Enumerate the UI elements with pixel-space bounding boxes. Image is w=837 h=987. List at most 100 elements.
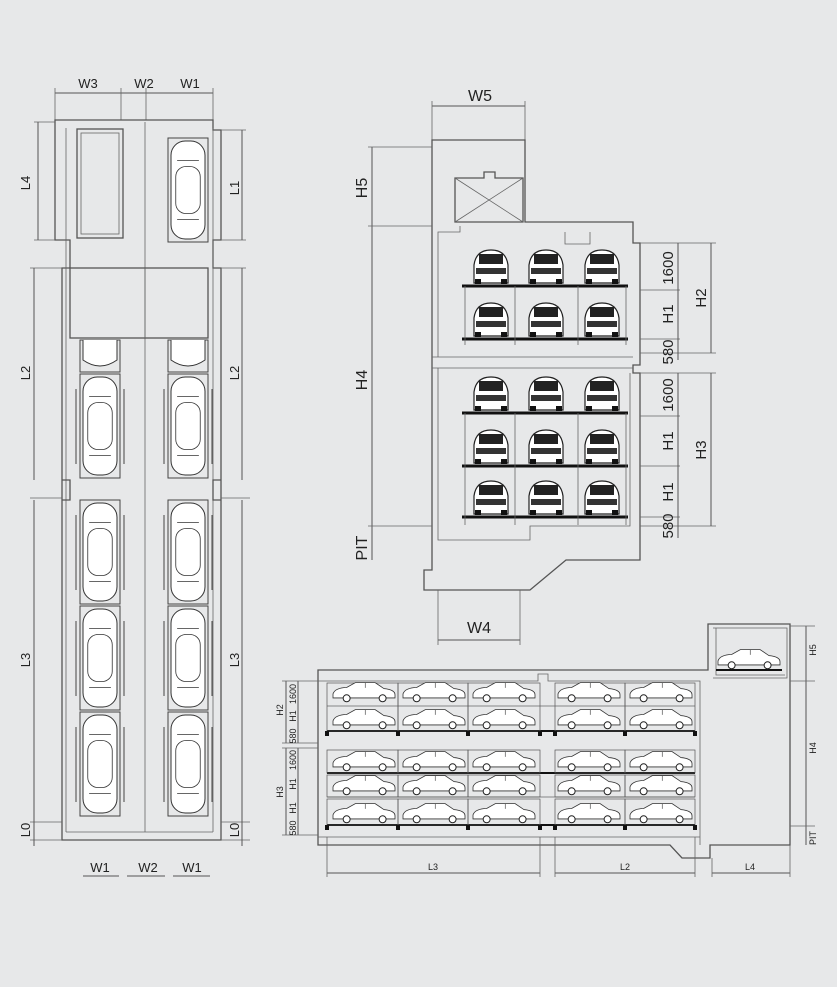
section-lower-dim-h1-a: H1 — [660, 431, 677, 450]
elevation-bay-frame — [624, 749, 696, 774]
elev-lower-dim-h1-b: H1 — [288, 802, 298, 814]
car-side-view-icon — [332, 775, 396, 796]
car-top-view-icon — [170, 340, 206, 367]
plan-dim-l1: L1 — [227, 181, 242, 195]
car-side-view-icon — [629, 709, 693, 730]
car-side-view-icon — [402, 775, 466, 796]
elevation-bay-frame — [467, 798, 541, 826]
elevation-post-foot — [553, 731, 557, 736]
car-top-view-icon — [170, 376, 206, 476]
car-side-view-icon — [629, 775, 693, 796]
elevation-post-foot — [466, 731, 470, 736]
car-front-view-icon — [528, 376, 564, 411]
car-top-view-icon — [170, 502, 206, 602]
car-top-view-icon — [82, 340, 118, 367]
car-side-view-icon — [557, 803, 621, 824]
elevation-bay-frames — [325, 682, 697, 830]
car-top-view-icon — [82, 714, 118, 814]
plan-dim-w1-bottom-right: W1 — [182, 860, 202, 875]
car-front-view-icon — [528, 302, 564, 337]
elevation-post-foot — [396, 731, 400, 736]
elev-dim-l4: L4 — [745, 862, 755, 872]
plan-bay-frame — [79, 499, 121, 605]
elevation-outer-wall — [317, 623, 791, 859]
car-top-view-icon — [170, 714, 206, 814]
elev-upper-dim-580: 580 — [288, 728, 298, 743]
car-side-view-icon — [629, 751, 693, 772]
car-side-view-icon — [332, 682, 396, 703]
elev-dim-pit: PIT — [808, 831, 818, 846]
elev-dim-l3: L3 — [428, 862, 438, 872]
plan-bay-frame — [167, 499, 209, 605]
plan-bay-frame — [79, 711, 121, 817]
plan-dim-l2-left: L2 — [18, 366, 33, 380]
plan-dim-l4: L4 — [18, 176, 33, 190]
section-lower-dim-1600: 1600 — [660, 378, 677, 411]
car-side-view-icon — [402, 682, 466, 703]
section-lower-dim-h1-b: H1 — [660, 482, 677, 501]
section-lower-dim-580: 580 — [660, 513, 677, 538]
car-top-view-icon — [82, 608, 118, 708]
elevation-post-foot — [325, 731, 329, 736]
car-side-view-icon — [629, 682, 693, 703]
section-dim-h5: H5 — [354, 178, 371, 199]
plan-bay-frame — [167, 373, 209, 479]
plan-dim-w2-bottom: W2 — [138, 860, 158, 875]
car-front-view-icon — [528, 249, 564, 284]
car-front-view-icon — [584, 429, 620, 464]
plan-parking-bays — [75, 137, 213, 817]
car-top-view-icon — [170, 140, 206, 240]
car-side-view-icon — [557, 682, 621, 703]
car-front-view-icon — [528, 480, 564, 515]
plan-dim-l3-right: L3 — [227, 653, 242, 667]
elev-lower-dim-580: 580 — [288, 820, 298, 835]
elevation-cars — [332, 649, 781, 824]
plan-dim-w3: W3 — [78, 76, 98, 91]
elevation-post-foot — [396, 825, 400, 830]
car-top-view-icon — [170, 608, 206, 708]
elev-upper-dim-h1: H1 — [288, 710, 298, 722]
elevation-post-foot — [623, 731, 627, 736]
car-top-view-icon — [82, 376, 118, 476]
car-front-view-icon — [584, 302, 620, 337]
car-side-view-icon — [472, 751, 536, 772]
plan-bay-frame — [167, 137, 209, 243]
car-side-view-icon — [332, 709, 396, 730]
car-side-view-icon — [557, 775, 621, 796]
plan-dim-l3-left: L3 — [18, 653, 33, 667]
elevation-post-foot — [693, 825, 697, 830]
elevation-post-foot — [466, 825, 470, 830]
elev-upper-dim-1600: 1600 — [288, 684, 298, 704]
car-side-view-icon — [402, 803, 466, 824]
elev-lower-dim-1600: 1600 — [288, 750, 298, 770]
elevation-bay-frame — [624, 774, 696, 798]
car-side-view-icon — [472, 775, 536, 796]
plan-dim-l2-right: L2 — [227, 366, 242, 380]
section-upper-dim-h2: H2 — [693, 288, 710, 307]
car-side-view-icon — [557, 751, 621, 772]
elevation-post-foot — [623, 825, 627, 830]
car-front-view-icon — [473, 376, 509, 411]
plan-dim-w1-bottom-left: W1 — [90, 860, 110, 875]
car-front-view-icon — [473, 480, 509, 515]
plan-bay-frame — [167, 605, 209, 711]
elevation-post-foot — [693, 731, 697, 736]
plan-dim-l0-right: L0 — [227, 823, 242, 837]
car-side-view-icon — [472, 803, 536, 824]
car-side-view-icon — [472, 682, 536, 703]
car-front-view-icon — [473, 249, 509, 284]
section-view: W5 H5 H4 PIT — [354, 88, 716, 645]
elevation-post-foot — [538, 731, 542, 736]
section-dim-w4: W4 — [467, 620, 491, 637]
section-cars — [473, 249, 620, 515]
section-lower-dim-h3: H3 — [693, 440, 710, 459]
section-dim-w5: W5 — [468, 88, 492, 105]
car-side-view-icon — [332, 751, 396, 772]
elev-lower-dim-h3: H3 — [275, 786, 285, 798]
elevation-bay-frame — [624, 798, 696, 826]
section-dim-pit: PIT — [354, 535, 371, 560]
plan-view: W3 W2 W1 — [18, 76, 250, 877]
plan-dim-l0-left: L0 — [18, 823, 33, 837]
plan-dim-w1: W1 — [180, 76, 200, 91]
elevation-post-foot — [538, 825, 542, 830]
